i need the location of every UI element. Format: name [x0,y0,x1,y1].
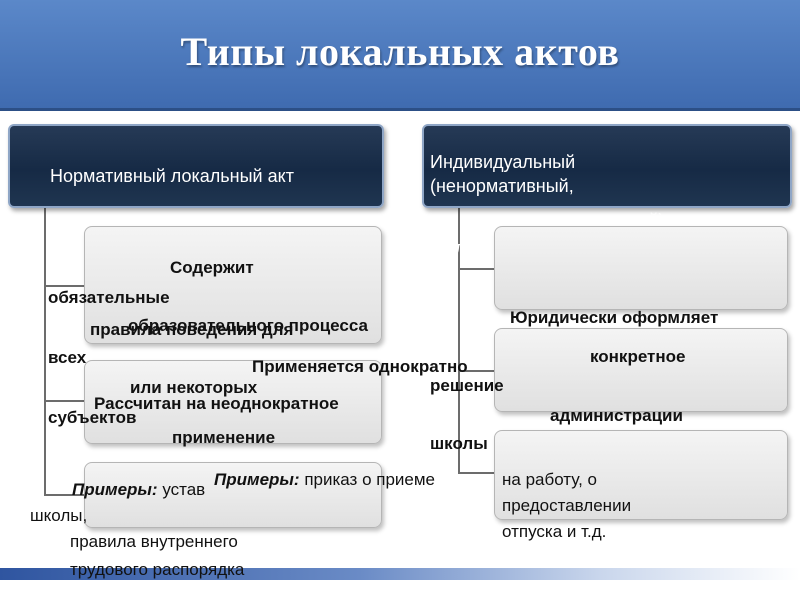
left-connector-2 [44,400,84,402]
individual-box-formalizes [494,226,788,310]
decision-text-line3: администрации [550,406,683,425]
normative-examples-line4: трудового распорядка [70,560,245,579]
normative-examples-line1: Примеры: устав [72,480,205,500]
individual-examples-line2: на работу, о [502,470,597,489]
slide-title: Типы локальных актов [180,29,620,74]
right-connector-3 [458,472,494,474]
left-connector-3 [44,494,84,496]
normative-examples-line3: правила внутреннего [70,532,238,551]
normative-examples-line1-text: устав [157,480,206,499]
individual-examples-label: Примеры: [214,470,300,489]
rules-overlay-text: образовательного процесса [128,316,368,335]
left-connector-1 [44,285,84,287]
individual-act-header-line2: (ненормативный, [430,176,574,196]
individual-act-header: Индивидуальный (ненормативный, [422,124,792,208]
normative-act-header-label: Нормативный локальный акт [50,166,294,186]
normative-act-header: Нормативный локальный акт [8,124,384,208]
right-tree-line [458,204,460,474]
formalizes-text: Юридически оформляет [510,308,719,327]
right-connector-1 [458,268,494,270]
title-bar [0,0,800,111]
rules-text-line3: правила поведения для [90,320,294,339]
individual-box-decision [494,328,788,412]
repeated-text-line2: применение [172,428,276,447]
decision-text-line4: школы [430,434,488,453]
individual-examples-line1: Примеры: приказ о приеме [214,470,435,490]
rules-text-line5: или некоторых [130,378,258,397]
individual-examples-line1-text: приказ о приеме [299,470,435,489]
decision-text-line1: конкретное [590,347,686,366]
rules-text-line6: субъектов [48,408,137,427]
normative-box-repeated [84,360,382,444]
left-tree-line [44,204,46,496]
normative-box-examples [84,462,382,528]
individual-act-header-line1: Индивидуальный [430,152,576,172]
rules-text-line4: всех [48,348,87,367]
one-time-text: Применяется однократно [252,357,468,376]
individual-act-header-line3: распорядительный) [508,210,664,229]
individual-examples-line3: предоставлении [502,496,632,515]
normative-box-rules [84,226,382,344]
normative-examples-line2: школы, [30,506,88,525]
normative-examples-label: Примеры: [72,480,158,499]
right-connector-2 [458,370,494,372]
rules-text-line2: обязательные [48,288,170,307]
bottom-decorative-band [0,568,800,580]
individual-examples-line4: отпуска и т.д. [502,522,607,541]
decision-text-line2: решение [430,376,504,395]
repeated-text-line1: Рассчитан на неоднократное [94,394,339,413]
rules-text-line1: Содержит [170,258,254,277]
individual-box-examples [494,430,788,520]
